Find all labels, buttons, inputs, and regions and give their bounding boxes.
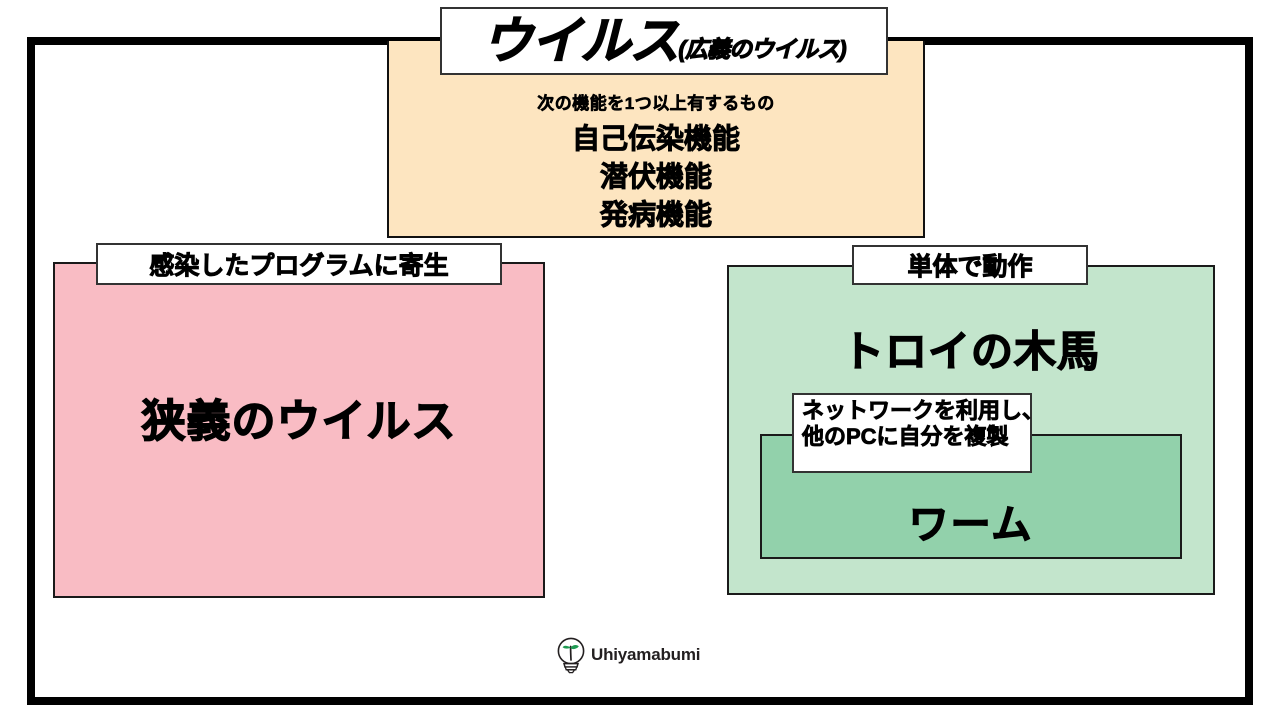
- trojan-label: 単体で動作: [852, 245, 1088, 285]
- virus-narrow-title: 狭義のウイルス: [141, 396, 457, 446]
- virus-broad-title-main: ウイルス: [482, 13, 681, 69]
- virus-narrow-box: [53, 262, 545, 598]
- virus-broad-title-sub: (広義のウイルス): [678, 35, 847, 62]
- virus-broad-feature-list: 自己伝染機能 潜伏機能 発病機能: [389, 120, 923, 234]
- virus-broad-feature-item: 自己伝染機能: [571, 123, 741, 155]
- virus-broad-title-box: ウイルス (広義のウイルス): [440, 7, 888, 75]
- footer-brand-name: Uhiyamabumi: [591, 645, 701, 664]
- virus-broad-feature-item: 発病機能: [599, 199, 713, 231]
- worm-label: ネットワークを利用し、 他のPCに自分を複製: [792, 393, 1045, 473]
- virus-broad-subtitle: 次の機能を1つ以上有するもの: [537, 94, 775, 114]
- footer-watermark: Uhiyamabumi: [553, 636, 700, 674]
- virus-broad-feature-item: 潜伏機能: [599, 161, 713, 193]
- trojan-title: トロイの木馬: [841, 327, 1100, 375]
- worm-label-line2: 他のPCに自分を複製: [802, 423, 1009, 449]
- worm-title: ワーム: [908, 502, 1034, 547]
- lightbulb-sprout-icon: [553, 636, 589, 674]
- worm-label-line1: ネットワークを利用し、: [802, 398, 1045, 424]
- virus-narrow-label: 感染したプログラムに寄生: [96, 243, 502, 285]
